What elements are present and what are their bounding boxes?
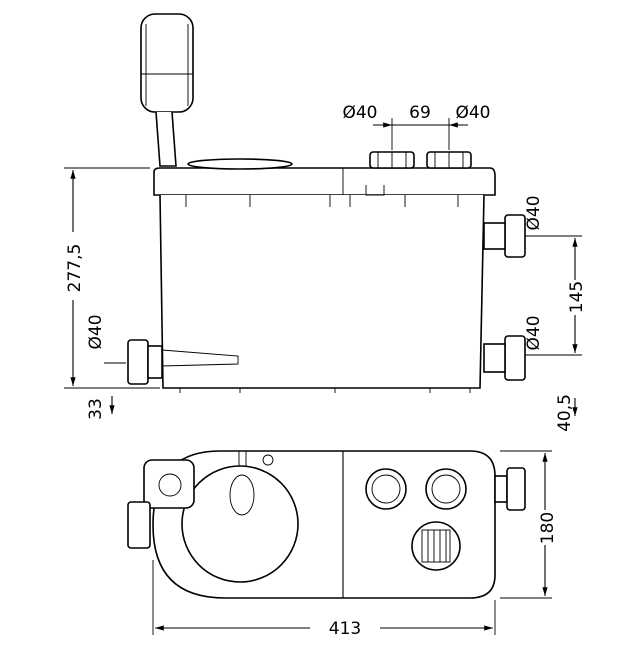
dim-right-outlets: Ø40 Ø40 145 40,5 [524, 195, 587, 431]
dim-left-inlet-label: Ø40 [86, 314, 106, 349]
side-inlet-left [127, 339, 239, 385]
dim-top-inlet-left: Ø40 [342, 103, 377, 123]
dim-left-inlet: Ø40 33 [86, 314, 126, 420]
dim-width-label: 413 [329, 619, 361, 639]
top-view-outlet [494, 467, 526, 511]
top-inlet-left [369, 151, 415, 169]
pump-lid [153, 167, 496, 196]
dim-width: 413 [152, 560, 496, 639]
dim-right-bottom-label: 40,5 [555, 394, 575, 432]
dim-depth: 180 [500, 450, 558, 599]
top-inlet-ring-right [425, 468, 467, 510]
top-view [127, 450, 526, 599]
top-view-side-inlet [127, 459, 195, 549]
dim-right-upper-label: Ø40 [524, 195, 544, 230]
dim-right-lower-label: Ø40 [524, 315, 544, 350]
dim-depth-label: 180 [538, 512, 558, 544]
top-inlet-ring-left [365, 468, 407, 510]
dim-inlet-spacing: 69 [409, 103, 431, 123]
vent-handle [140, 13, 194, 167]
tank-body [159, 194, 485, 389]
dim-top-inlet-right: Ø40 [455, 103, 490, 123]
top-inlet-right [426, 151, 472, 169]
filter-grid [411, 521, 461, 571]
side-outlet-lower [483, 335, 526, 381]
dim-height-total-label: 277,5 [65, 244, 85, 293]
lid-disc [181, 465, 299, 583]
dim-right-spacing-label: 145 [567, 281, 587, 313]
side-view [127, 13, 526, 393]
dim-height-total: 277,5 [64, 167, 160, 389]
side-outlet-upper [483, 214, 526, 258]
dim-top-inlets: Ø40 69 Ø40 [342, 103, 491, 150]
dim-left-inlet-height: 33 [86, 398, 106, 420]
